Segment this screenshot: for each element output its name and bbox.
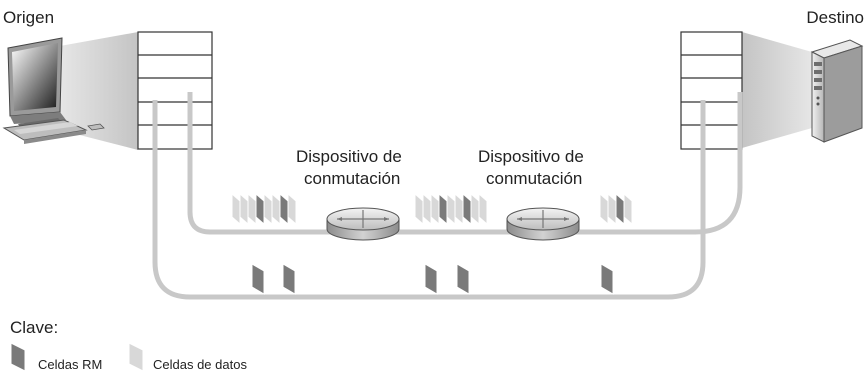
- rm-cell: [600, 263, 614, 295]
- data-cell: [271, 192, 281, 226]
- data-cell: [454, 192, 464, 226]
- source-protocol-stack: [137, 31, 213, 150]
- rm-cell: [615, 192, 625, 226]
- rm-cell: [456, 263, 470, 295]
- legend-rm-cell-swatch: [10, 342, 26, 372]
- rm-cell: [255, 192, 265, 226]
- legend-data-cell-swatch: [128, 342, 144, 372]
- switch-2-label-line-1: Dispositivo de: [478, 147, 584, 166]
- rm-cell: [279, 192, 289, 226]
- switch-2-label-line-2: conmutación: [486, 169, 583, 188]
- legend-data-cells-label: Celdas de datos: [153, 357, 247, 372]
- rm-cell: [251, 263, 265, 295]
- legend-title: Clave:: [10, 318, 59, 337]
- data-cell: [478, 192, 488, 226]
- rm-cell: [282, 263, 296, 295]
- data-cell: [287, 192, 297, 226]
- data-cell: [263, 192, 273, 226]
- data-cell: [414, 192, 424, 226]
- rm-cell: [438, 192, 448, 226]
- cells-layer: [10, 192, 633, 372]
- data-cell: [422, 192, 432, 226]
- data-cell: [446, 192, 456, 226]
- switch-1-label-line-1: Dispositivo de: [296, 147, 402, 166]
- source-projection: [60, 32, 138, 150]
- data-cell: [470, 192, 480, 226]
- data-cell: [430, 192, 440, 226]
- network-switch-icon: [326, 207, 400, 241]
- rm-cell: [462, 192, 472, 226]
- desktop-computer-icon: [2, 37, 105, 144]
- data-cell: [599, 192, 609, 226]
- data-cell: [231, 192, 241, 226]
- origin-label: Origen: [3, 8, 55, 27]
- switch-1-label: Dispositivo de conmutación: [296, 146, 436, 190]
- rm-cell: [424, 263, 438, 295]
- data-cell: [623, 192, 633, 226]
- data-cell: [239, 192, 249, 226]
- legend-rm-cells-label: Celdas RM: [38, 357, 103, 372]
- destination-protocol-stack: [680, 31, 743, 150]
- data-cell: [607, 192, 617, 226]
- destination-label: Destino: [806, 8, 864, 27]
- switch-2-label: Dispositivo de conmutación: [478, 146, 618, 190]
- forward-path: [187, 92, 743, 235]
- switch-1-label-line-2: conmutación: [304, 169, 401, 188]
- tower-server-icon: [810, 39, 864, 143]
- network-switch-icon: [506, 207, 580, 241]
- data-cell: [247, 192, 257, 226]
- rm-return-path: [149, 88, 709, 300]
- destination-projection: [742, 32, 812, 148]
